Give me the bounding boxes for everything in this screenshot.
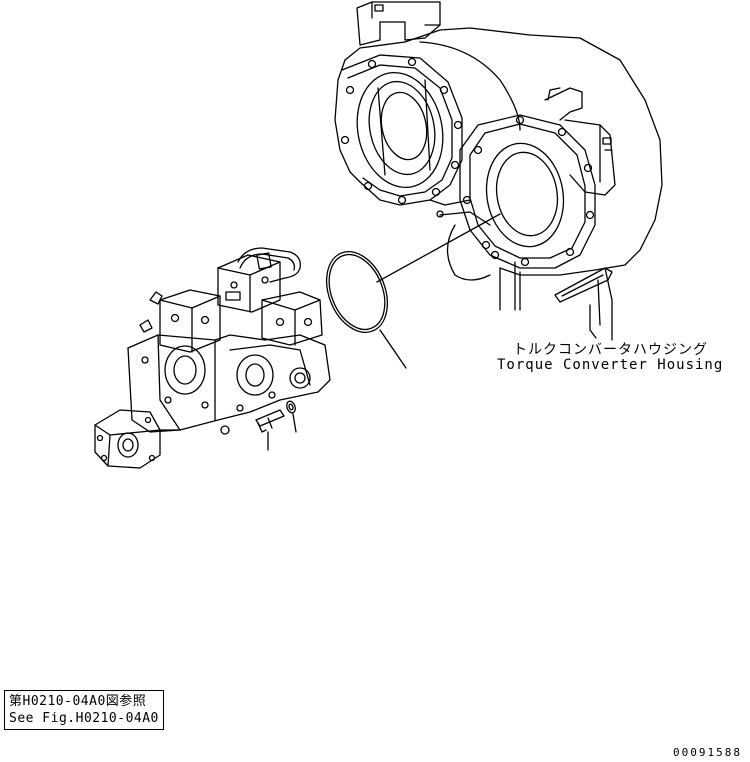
reference-box: 第H0210-04A0図参照 See Fig.H0210-04A0	[4, 690, 164, 730]
figure-number: 00091588	[673, 746, 742, 759]
washer-leader	[292, 413, 297, 433]
o-ring	[325, 213, 501, 369]
reference-line-japanese: 第H0210-04A0図参照	[9, 694, 147, 709]
o-ring-alignment-line	[376, 213, 501, 283]
mounting-bolt	[255, 409, 285, 451]
o-ring-leader	[379, 329, 407, 369]
hydraulic-pump	[94, 247, 331, 469]
housing-label-leader	[589, 304, 597, 339]
housing-label-japanese: トルクコンバータハウジング	[513, 342, 708, 358]
reference-line-english: See Fig.H0210-04A0	[9, 711, 159, 726]
washer	[286, 400, 297, 433]
torque-converter-housing	[334, 1, 663, 341]
housing-label-english: Torque Converter Housing	[497, 357, 724, 373]
